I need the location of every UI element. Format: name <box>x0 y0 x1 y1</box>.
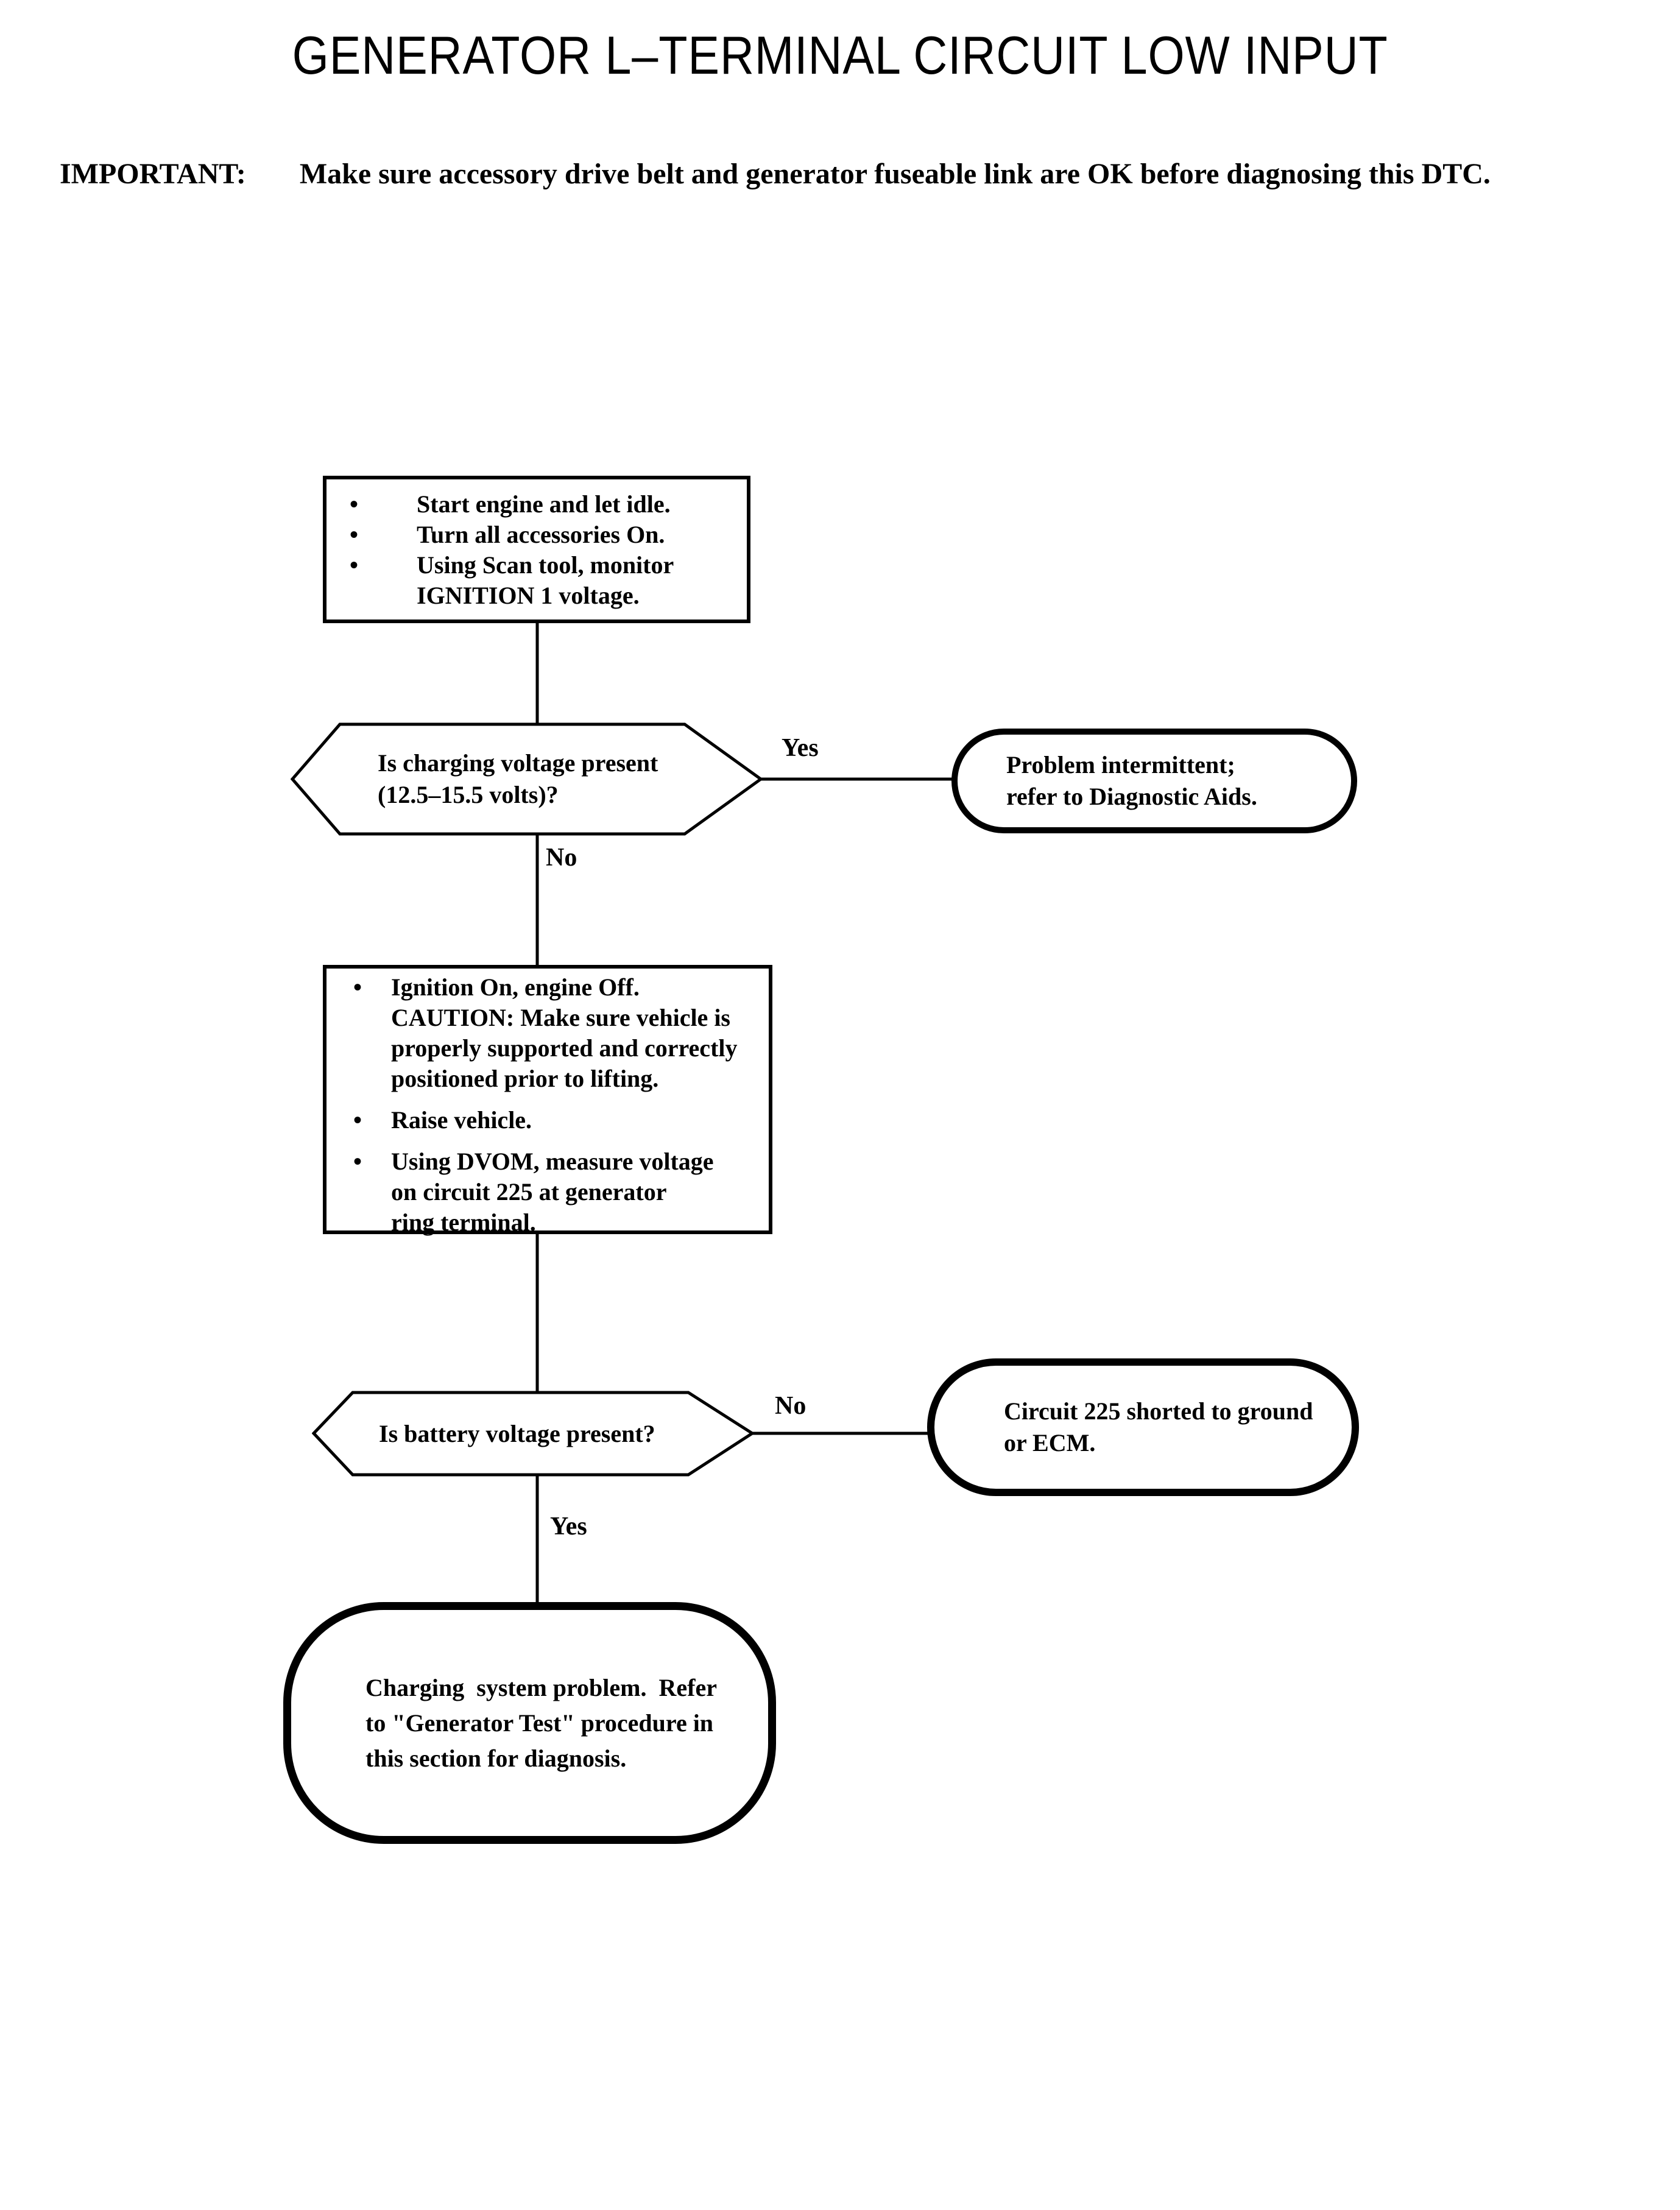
list-item: • Using DVOM, measure voltage on circuit… <box>353 1146 769 1238</box>
list-item-text: Using Scan tool, monitor IGNITION 1 volt… <box>417 551 674 609</box>
terminal-text: Circuit 225 shorted to ground or ECM. <box>1004 1397 1313 1456</box>
list-item: • Ignition On, engine Off. CAUTION: Make… <box>353 972 769 1094</box>
terminal-text: Problem intermittent; refer to Diagnosti… <box>1006 751 1257 810</box>
page-title: GENERATOR L–TERMINAL CIRCUIT LOW INPUT <box>292 25 1388 85</box>
list-item-text: Raise vehicle. <box>391 1106 532 1134</box>
bullet-icon: • <box>353 973 362 1001</box>
decision-text: Is charging voltage present (12.5–15.5 v… <box>378 749 658 808</box>
hexagon-shape <box>291 722 763 836</box>
hexagon-shape <box>312 1391 754 1477</box>
yes-branch-label: Yes <box>550 1513 587 1541</box>
list-item-text: Ignition On, engine Off. CAUTION: Make s… <box>391 973 738 1092</box>
yes-branch-label: Yes <box>782 734 819 762</box>
terminal-charging-system-problem: Charging system problem. Refer to "Gener… <box>283 1602 776 1844</box>
bullet-icon: • <box>353 1148 362 1175</box>
bullet-icon: • <box>353 1106 362 1134</box>
important-label: IMPORTANT: <box>60 158 246 190</box>
important-text: Make sure accessory drive belt and gener… <box>299 158 1491 190</box>
decision-battery-voltage: Is battery voltage present? <box>312 1391 754 1477</box>
action-process-box: • Ignition On, engine Off. CAUTION: Make… <box>323 965 772 1236</box>
terminal-circuit-225-short: Circuit 225 shorted to ground or ECM. <box>927 1358 1359 1496</box>
list-item: • Turn all accessories On. <box>350 520 747 550</box>
important-note: IMPORTANT: Make sure accessory drive bel… <box>60 157 1656 191</box>
list-item-text: Using DVOM, measure voltage on circuit 2… <box>391 1148 714 1236</box>
decision-charging-voltage: Is charging voltage present (12.5–15.5 v… <box>291 722 763 836</box>
list-item: • Start engine and let idle. <box>350 489 747 520</box>
list-item-text: Turn all accessories On. <box>417 521 665 548</box>
bullet-icon: • <box>350 490 359 518</box>
terminal-problem-intermittent: Problem intermittent; refer to Diagnosti… <box>951 729 1357 833</box>
start-process-box: • Start engine and let idle. • Turn all … <box>323 476 750 623</box>
list-item: • Raise vehicle. <box>353 1105 769 1135</box>
bullet-icon: • <box>350 521 359 548</box>
no-branch-label: No <box>775 1392 806 1420</box>
no-branch-label: No <box>546 844 577 872</box>
list-item: • Using Scan tool, monitor IGNITION 1 vo… <box>350 550 747 611</box>
terminal-text: Charging system problem. Refer to "Gener… <box>365 1673 717 1772</box>
bullet-icon: • <box>350 551 359 579</box>
decision-text: Is battery voltage present? <box>379 1419 655 1447</box>
list-item-text: Start engine and let idle. <box>417 490 671 518</box>
